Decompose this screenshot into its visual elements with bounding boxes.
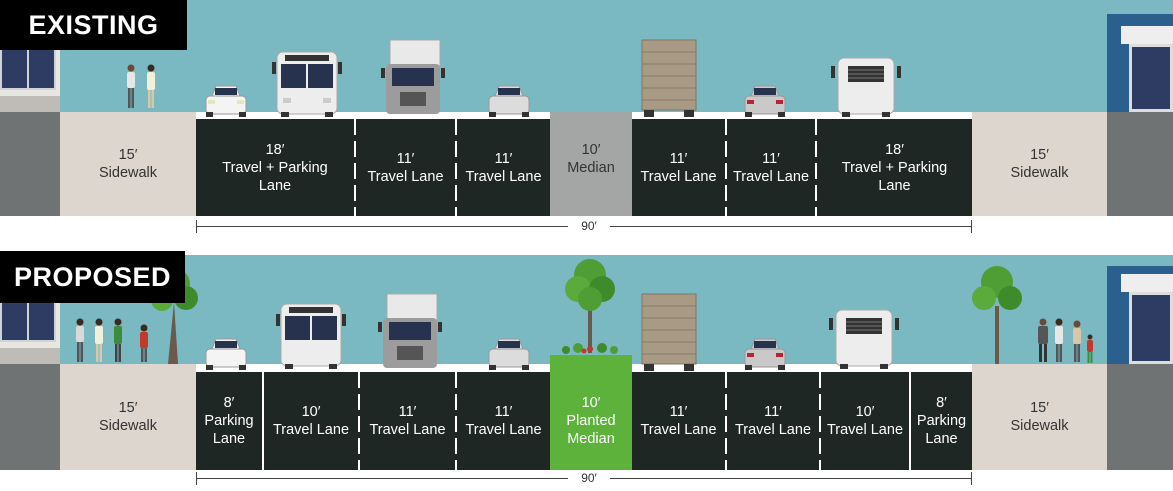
proposed-segment-label: 11′Travel Lane	[369, 404, 446, 438]
box-truck-icon	[381, 39, 445, 114]
existing-left-building-icon	[0, 40, 60, 112]
car-icon	[488, 338, 530, 370]
car-icon	[488, 85, 530, 117]
pedestrian-icon	[1038, 318, 1048, 362]
existing-segment-label: 15′Sidewalk	[1010, 147, 1069, 181]
existing-total-width: 90′	[581, 219, 597, 233]
proposed-heading: PROPOSED	[0, 251, 185, 303]
car-rear-icon	[744, 338, 786, 370]
dimension-line	[196, 226, 568, 227]
box-truck-icon	[378, 293, 442, 368]
proposed-segment-label: 11′Travel Lane	[465, 404, 542, 438]
proposed-segment-label: 15′Sidewalk	[1010, 400, 1069, 434]
existing-right-building-base	[1107, 112, 1173, 216]
lane-divider	[725, 119, 727, 216]
existing-right-building-icon	[1107, 14, 1173, 112]
bus-icon	[272, 51, 342, 117]
proposed-left-sidewalk	[60, 364, 196, 470]
bus-icon	[276, 303, 346, 369]
proposed-segment-label: 10′Travel Lane	[272, 404, 350, 438]
existing-segment-label: 11′Travel Lane	[732, 150, 810, 185]
car-icon	[205, 85, 247, 117]
proposed-segment-label: 10′Travel Lane	[826, 404, 904, 438]
pedestrian-icon	[1055, 318, 1063, 362]
lane-divider	[354, 119, 356, 216]
existing-right-sidewalk	[972, 112, 1107, 216]
proposed-segment-label: 11′Travel Lane	[640, 404, 717, 438]
existing-segment-label: 15′Sidewalk	[98, 147, 158, 181]
planter-flowers	[562, 343, 618, 354]
proposed-total-width: 90′	[581, 471, 597, 485]
lane-divider	[262, 372, 264, 470]
proposed-segment-label: 15′Sidewalk	[98, 400, 158, 434]
lane-divider	[725, 372, 727, 470]
tree-icon	[972, 266, 1022, 364]
dimension-line	[610, 226, 972, 227]
existing-sky	[0, 0, 1173, 112]
existing-heading: EXISTING	[0, 0, 187, 50]
lane-divider	[358, 372, 360, 470]
lane-divider	[455, 372, 457, 470]
proposed-segment-label: 11′Travel Lane	[734, 404, 812, 438]
proposed-left-building-icon	[0, 296, 60, 364]
lane-divider	[815, 119, 817, 216]
bus-rear-icon	[831, 57, 901, 117]
lane-divider	[819, 372, 821, 470]
existing-left-building-base	[0, 112, 60, 216]
pedestrian-icon	[140, 324, 148, 362]
box-truck-rear-icon	[641, 39, 697, 117]
box-truck-rear-icon	[641, 293, 697, 371]
lane-divider	[455, 119, 457, 216]
pedestrian-icon	[147, 64, 155, 108]
dimension-line	[610, 478, 972, 479]
pedestrian-icon	[127, 64, 135, 108]
proposed-right-sidewalk	[972, 364, 1107, 470]
pedestrian-icon	[76, 318, 84, 362]
proposed-left-building-base	[0, 364, 60, 470]
existing-segment-label: 11′Travel Lane	[465, 150, 542, 185]
pedestrian-icon	[1073, 320, 1081, 362]
existing-left-sidewalk	[60, 112, 196, 216]
proposed-right-building-icon	[1107, 266, 1173, 364]
tree-icon	[565, 259, 615, 353]
dimension-line	[196, 478, 568, 479]
pedestrian-icon	[95, 318, 103, 362]
car-icon	[205, 338, 247, 370]
existing-segment-label: 11′Travel Lane	[640, 150, 717, 185]
pedestrian-icon	[114, 318, 122, 362]
existing-segment-label: 11′Travel Lane	[367, 150, 444, 185]
existing-segment-label: 10′Median	[567, 142, 615, 176]
pedestrian-icon	[1087, 334, 1093, 363]
proposed-planted-median	[550, 355, 632, 470]
lane-divider	[909, 372, 911, 470]
existing-median	[550, 112, 632, 216]
car-rear-icon	[744, 85, 786, 117]
proposed-right-building-base	[1107, 364, 1173, 470]
bus-rear-icon	[829, 309, 899, 369]
